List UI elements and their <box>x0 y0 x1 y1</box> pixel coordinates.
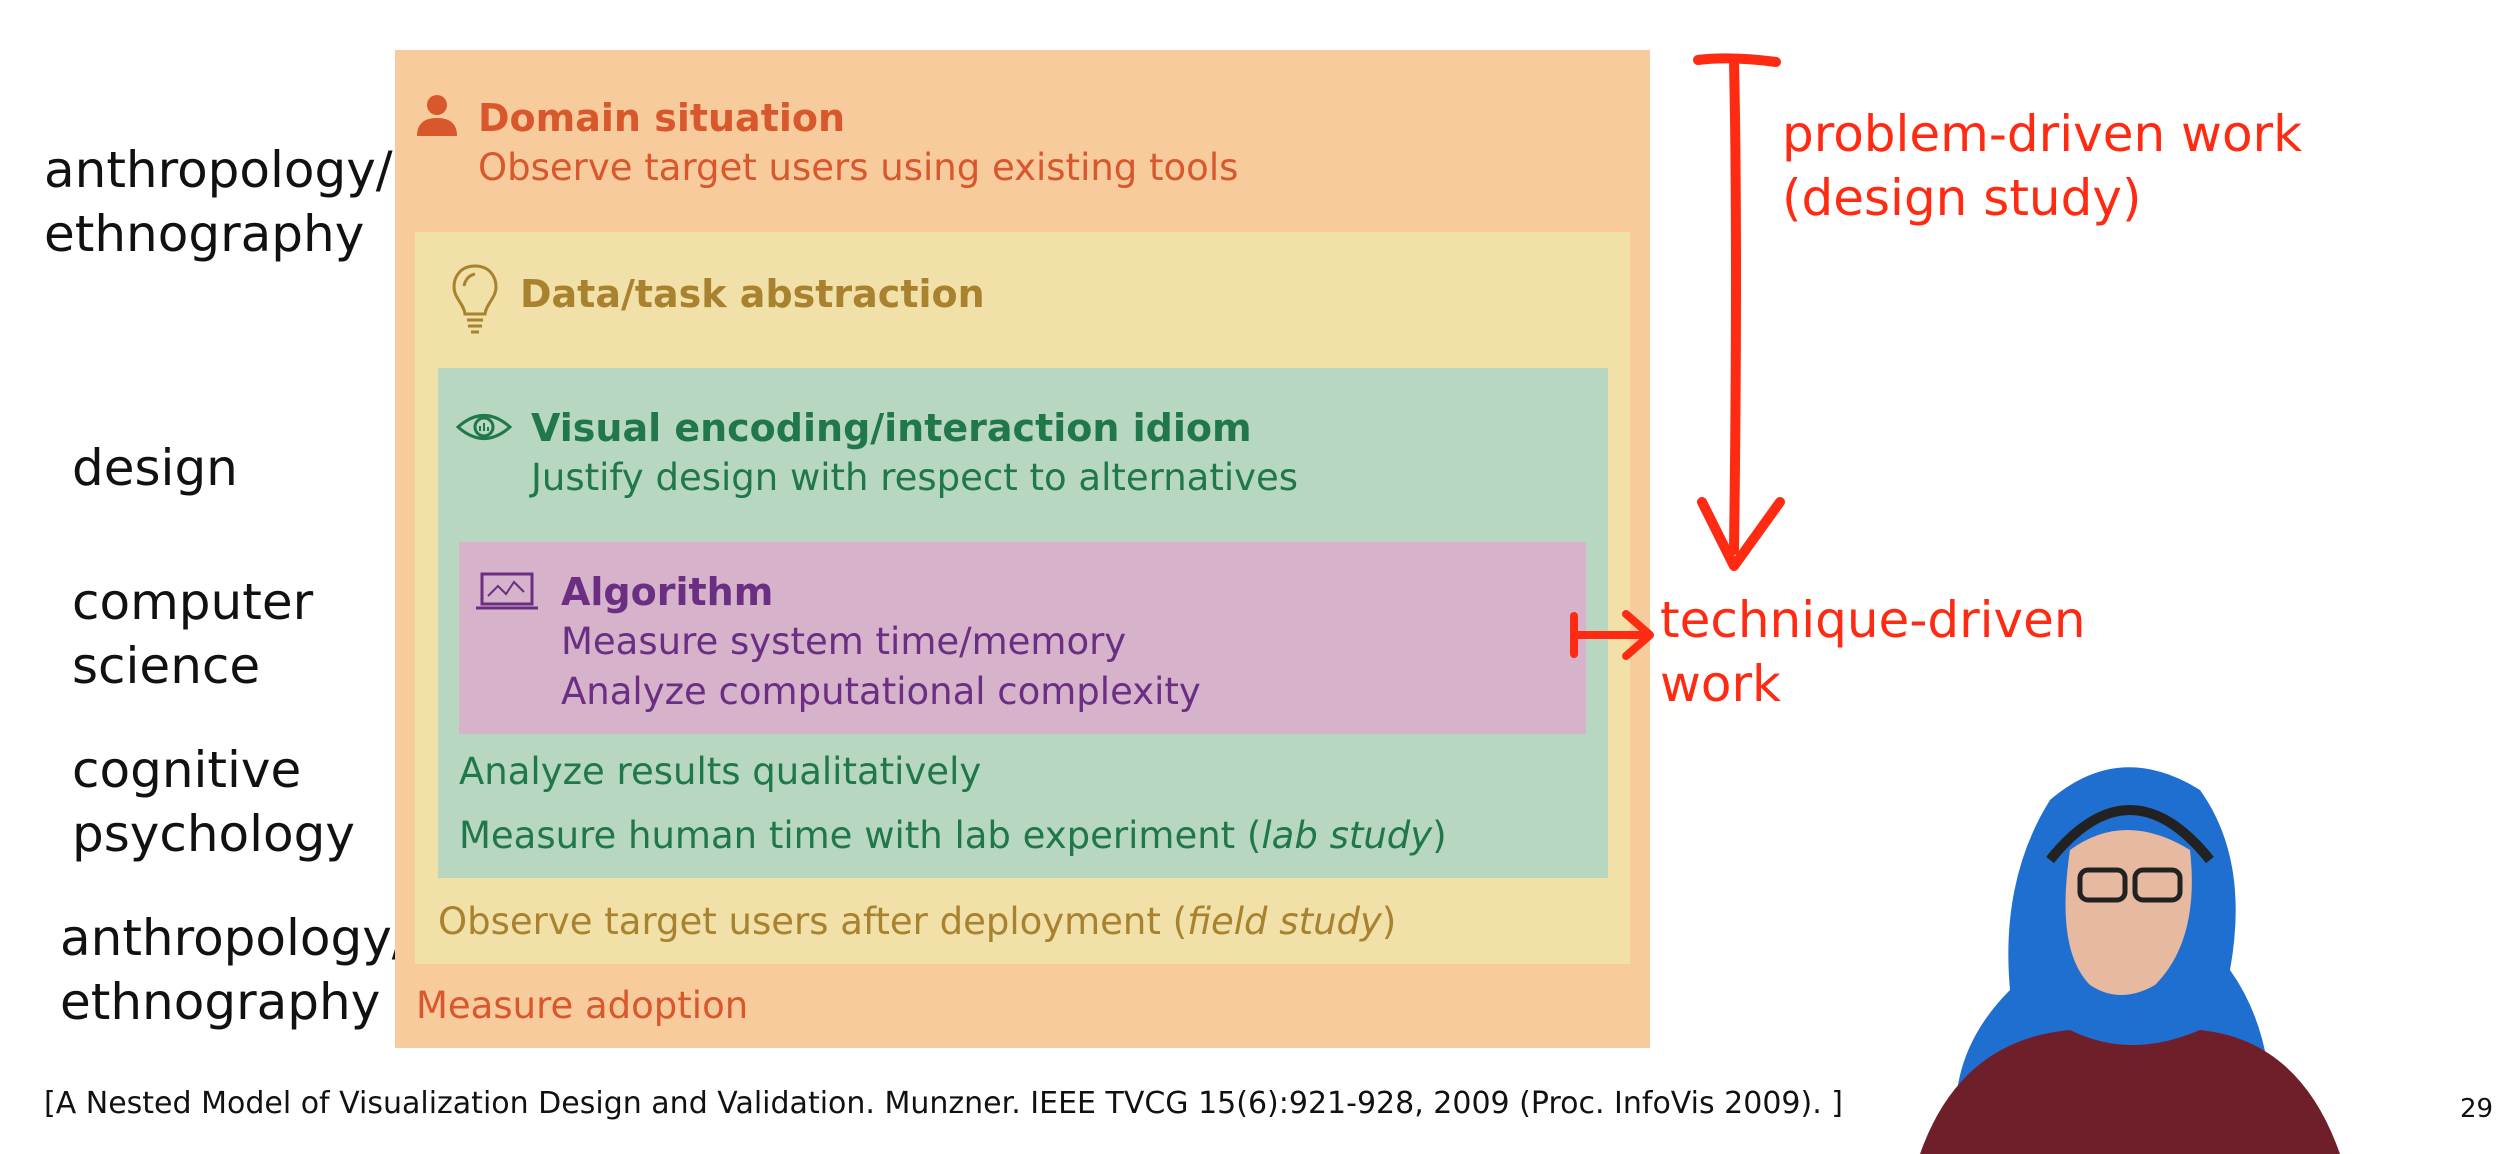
person-icon <box>417 95 457 136</box>
analyze-results-text: Analyze results qualitatively <box>459 750 982 793</box>
domain-title: Domain situation <box>478 96 846 140</box>
algorithm-desc-complexity: Analyze computational complexity <box>561 670 1201 713</box>
label-design: design <box>72 439 238 497</box>
algorithm-box <box>459 542 1586 734</box>
citation-text: [A Nested Model of Visualization Design … <box>44 1086 1844 1121</box>
label-anthropology-top: anthropology/ ethnography <box>44 138 393 266</box>
domain-desc: Observe target users using existing tool… <box>478 146 1239 189</box>
field-prefix: Observe target users after deployment ( <box>438 900 1188 943</box>
label-computer-science: computer science <box>72 570 313 698</box>
annotation-line: (design study) <box>1782 169 2142 227</box>
slide-number: 29 <box>2460 1094 2494 1124</box>
field-study-text: Observe target users after deployment (f… <box>438 900 1396 943</box>
technique-driven-arrow <box>1570 610 1654 660</box>
label-line: computer <box>72 573 314 631</box>
presenter-video <box>1920 767 2340 1154</box>
problem-driven-arrow <box>1693 53 1785 571</box>
eye-icon <box>455 414 513 440</box>
label-line: ethnography <box>60 973 381 1031</box>
field-suffix: ) <box>1381 900 1397 943</box>
idiom-desc: Justify design with respect to alternati… <box>531 456 1299 499</box>
problem-driven-label: problem-driven work (design study) <box>1782 102 2302 230</box>
label-cognitive-psychology: cognitive psychology <box>72 738 355 866</box>
label-line: cognitive <box>72 741 302 799</box>
lab-suffix: ) <box>1432 814 1447 857</box>
annotation-line: work <box>1660 655 1781 713</box>
field-italic: field study <box>1187 900 1382 943</box>
measure-adoption-text: Measure adoption <box>416 984 749 1027</box>
label-anthropology-bottom: anthropology/ ethnography <box>60 906 409 1034</box>
lab-study-text: Measure human time with lab experiment (… <box>459 814 1447 857</box>
algorithm-title: Algorithm <box>561 570 774 614</box>
abstraction-title: Data/task abstraction <box>520 272 985 316</box>
lab-italic: lab study <box>1261 814 1433 857</box>
laptop-chart-icon <box>476 572 538 610</box>
annotation-line: technique-driven <box>1660 591 2086 649</box>
label-line: psychology <box>72 805 355 863</box>
label-line: anthropology/ <box>44 141 393 199</box>
idiom-title: Visual encoding/interaction idiom <box>531 406 1252 450</box>
algorithm-desc-time: Measure system time/memory <box>561 620 1127 663</box>
technique-driven-label: technique-driven work <box>1660 588 2086 716</box>
lab-prefix: Measure human time with lab experiment ( <box>459 814 1262 857</box>
label-line: anthropology/ <box>60 909 409 967</box>
label-line: science <box>72 637 261 695</box>
lightbulb-icon <box>452 264 498 334</box>
annotation-line: problem-driven work <box>1782 105 2303 163</box>
label-line: ethnography <box>44 205 365 263</box>
